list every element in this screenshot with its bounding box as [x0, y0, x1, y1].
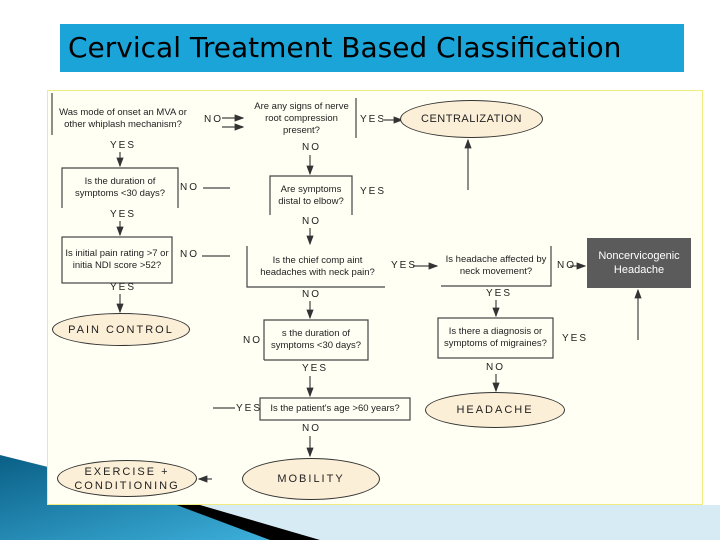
label-no: NO	[302, 289, 321, 300]
question-chief-complaint: Is the chief comp aint headaches with ne…	[260, 255, 375, 278]
label-no: NO	[302, 216, 321, 227]
outcome-noncervicogenic-headache: Noncervicogenic Headache	[587, 238, 691, 288]
label-yes: YES	[236, 403, 263, 414]
question-mva-onset: Was mode of onset an MVA or other whipla…	[59, 107, 187, 130]
outcome-centralization: CENTRALIZATION	[400, 100, 543, 138]
question-age-60: Is the patient's age >60 years?	[270, 403, 400, 414]
question-nerve-root: Are any signs of nerve root compression …	[254, 101, 349, 136]
label-yes: YES	[360, 186, 387, 197]
label-yes: YES	[486, 288, 513, 299]
label-no: NO	[204, 114, 223, 125]
label-no: NO	[557, 260, 576, 271]
slide-title: Cervical Treatment Based Classification	[60, 24, 684, 72]
label-yes: YES	[110, 140, 137, 151]
question-duration-30: Is the duration of symptoms <30 days?	[74, 176, 166, 199]
label-yes: YES	[302, 363, 329, 374]
question-duration-30-b: s the duration of symptoms <30 days?	[270, 328, 362, 351]
label-no: NO	[302, 142, 321, 153]
label-yes: YES	[391, 260, 418, 271]
outcome-mobility: MOBILITY	[242, 458, 380, 500]
label-yes: YES	[110, 282, 137, 293]
label-no: NO	[486, 362, 505, 373]
label-no: NO	[243, 335, 262, 346]
label-no: NO	[180, 249, 199, 260]
flowchart-panel	[47, 90, 703, 505]
outcome-pain-control: PAIN CONTROL	[52, 313, 190, 346]
question-pain-rating: Is initial pain rating >7 or initia NDI …	[65, 248, 169, 271]
outcome-exercise-conditioning: EXERCISE + CONDITIONING	[57, 460, 197, 497]
label-yes: YES	[360, 114, 387, 125]
label-yes: YES	[562, 333, 589, 344]
label-no: NO	[180, 182, 199, 193]
question-distal-elbow: Are symptoms distal to elbow?	[278, 183, 344, 207]
label-yes: YES	[110, 209, 137, 220]
question-migraines: Is there a diagnosis or symptoms of migr…	[444, 326, 547, 349]
label-no: NO	[302, 423, 321, 434]
question-headache-neck: Is headache affected by neck movement?	[445, 254, 547, 277]
outcome-headache: HEADACHE	[425, 392, 565, 428]
